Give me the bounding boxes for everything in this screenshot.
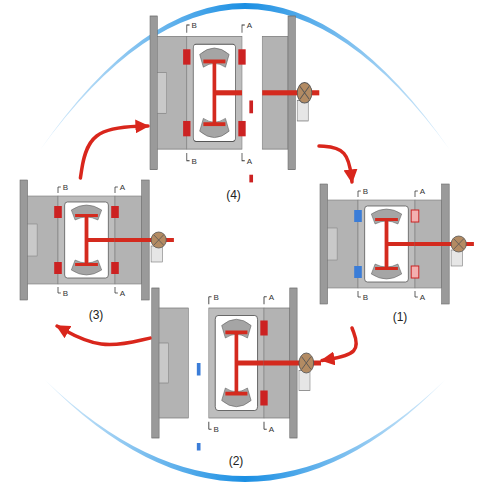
stage-number: (4) <box>226 188 241 202</box>
mold-open-b <box>152 288 321 451</box>
section-marker: B <box>62 183 69 192</box>
cycle-arrow <box>322 328 356 360</box>
section-marker: A <box>268 425 275 434</box>
section-marker: A <box>246 20 253 29</box>
stage-panel: (1) <box>320 182 480 328</box>
cycle-arc <box>40 3 450 150</box>
section-marker: A <box>419 293 426 302</box>
section-marker: B <box>191 20 198 29</box>
mold-closed <box>20 180 174 300</box>
mold-open-a <box>150 16 319 182</box>
cycle-arrow <box>57 326 150 345</box>
stage-panel: (3) <box>18 178 174 326</box>
mold-closed <box>320 184 474 304</box>
section-marker: A <box>246 156 253 165</box>
cycle-arrow <box>319 146 352 182</box>
section-marker: B <box>62 289 69 298</box>
stage-number: (1) <box>393 310 408 324</box>
section-marker: A <box>119 289 126 298</box>
stage-panel: (4) <box>148 6 319 206</box>
section-marker: B <box>213 292 220 301</box>
stage-panel: (2) <box>150 286 322 472</box>
stage-number: (2) <box>229 454 244 468</box>
stage-number: (3) <box>89 308 104 322</box>
section-marker: A <box>268 292 275 301</box>
section-marker: A <box>119 183 126 192</box>
cycle-arrow <box>80 126 148 178</box>
section-marker: B <box>362 293 369 302</box>
section-marker: B <box>213 425 220 434</box>
section-marker: B <box>362 187 369 196</box>
section-marker: B <box>191 156 198 165</box>
section-marker: A <box>419 187 426 196</box>
